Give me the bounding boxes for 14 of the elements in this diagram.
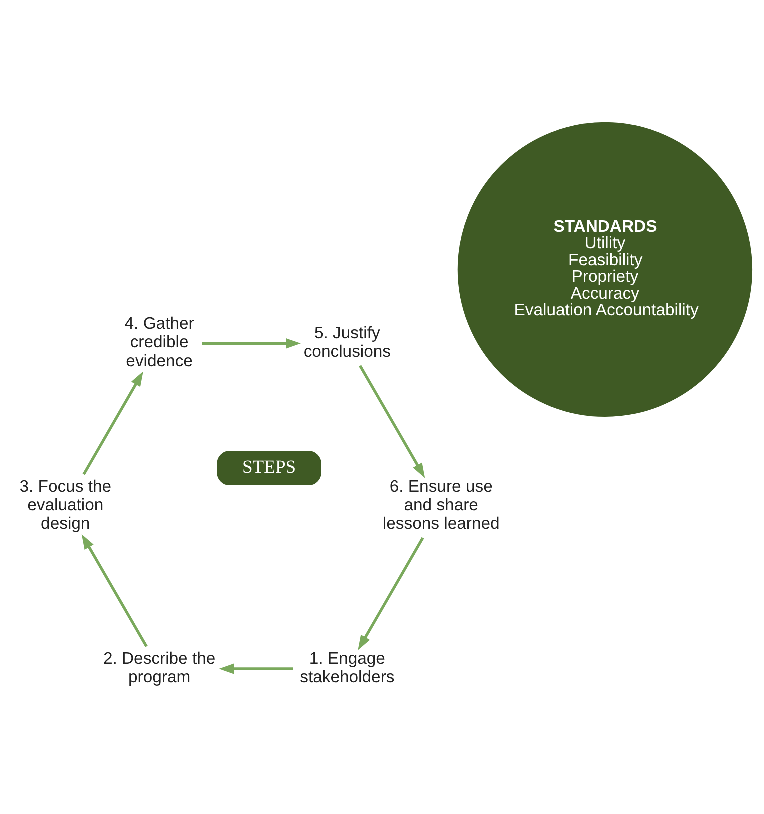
node-text: 6. Ensure use and share lessons learned bbox=[382, 476, 500, 533]
node-box: STEPS bbox=[217, 451, 322, 486]
arrow bbox=[82, 372, 144, 476]
node-text: 2. Describe the program bbox=[103, 648, 216, 686]
arrow bbox=[219, 664, 294, 674]
arrow bbox=[202, 338, 301, 349]
node-text: 5. Justify conclusions bbox=[304, 323, 392, 361]
arrow bbox=[358, 537, 424, 650]
node-circle: STANDARDS Utility Feasibility Propriety Accuracy Evaluation Accountability bbox=[458, 122, 753, 418]
node-text: 4. Gather credible evidence bbox=[124, 314, 194, 370]
node-text: 3. Focus the evaluation design bbox=[20, 476, 112, 533]
arrow bbox=[359, 365, 426, 478]
node-text: 1. Engage stakeholders bbox=[300, 648, 395, 686]
arrow bbox=[82, 534, 148, 648]
